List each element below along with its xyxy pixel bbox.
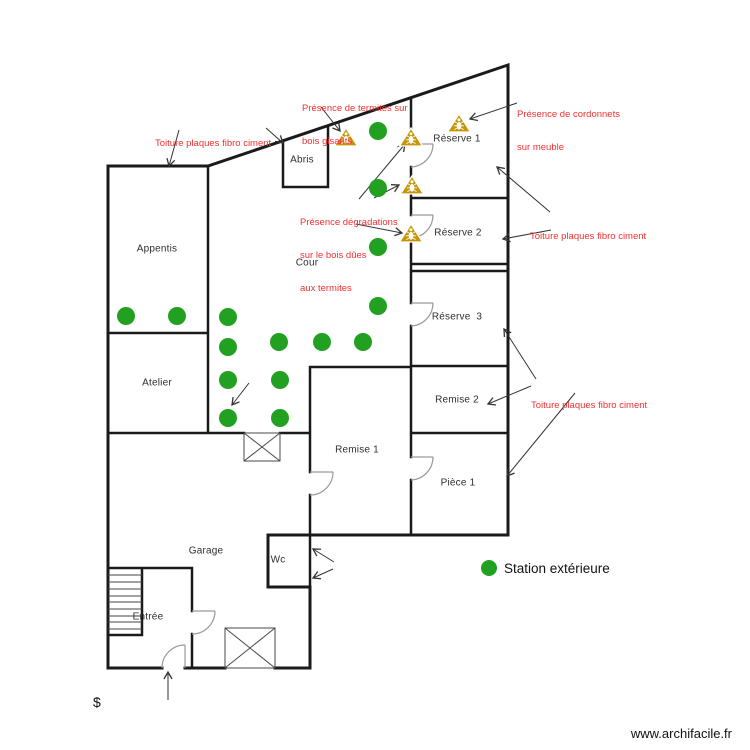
annotation-arrows bbox=[163, 102, 576, 700]
note-line: Présence de termites sur bbox=[302, 103, 408, 114]
room-label-appentis: Appentis bbox=[136, 243, 178, 255]
room-label-reserve3: Réserve 3 bbox=[431, 311, 483, 323]
station-dot-icon bbox=[219, 371, 237, 389]
station-dot-icon bbox=[270, 333, 288, 351]
room-label-cour: Cour bbox=[295, 257, 319, 269]
station-dot-icon bbox=[219, 308, 237, 326]
note-toiture-left: Toiture plaques fibro ciment bbox=[155, 116, 271, 160]
note-toiture-right-top: Toiture plaques fibro ciment bbox=[530, 209, 646, 253]
door-arc-remise1 bbox=[309, 471, 334, 496]
note-line: sur meuble bbox=[517, 142, 564, 153]
note-cordonnets: Présence de cordonnets sur meuble bbox=[517, 87, 620, 164]
note-line: aux termites bbox=[300, 283, 352, 294]
arrow-degradations-t5 bbox=[355, 223, 404, 237]
window-garage-south bbox=[224, 627, 276, 669]
window-cour-garage bbox=[243, 432, 281, 462]
arrow-toiture-rt-reserve2 bbox=[501, 229, 552, 243]
station-dot-icon bbox=[369, 179, 387, 197]
arrow-toiture-rb-reserve3 bbox=[503, 327, 537, 380]
arrow-toiture-left-appentis bbox=[166, 129, 180, 168]
note-line: Toiture plaques fibro ciment bbox=[530, 231, 647, 242]
door-arc-piece1 bbox=[410, 456, 434, 481]
station-dot-icon bbox=[219, 338, 237, 356]
station-dot-icon bbox=[168, 307, 186, 325]
room-label-abris: Abris bbox=[290, 154, 314, 166]
station-dot-icon bbox=[369, 297, 387, 315]
note-termites: Présence de termites sur bois gisants bbox=[302, 81, 408, 158]
room-label-garage: Garage bbox=[188, 545, 224, 557]
legend-station-exterieure: Station extérieure bbox=[481, 560, 610, 576]
arrow-toiture-left-abris bbox=[265, 127, 284, 144]
station-dots bbox=[117, 122, 387, 427]
note-degradations: Présence dégradations sur le bois dûes a… bbox=[300, 195, 398, 305]
note-line: Présence dégradations bbox=[300, 217, 398, 228]
room-label-remise1: Remise 1 bbox=[335, 444, 379, 456]
station-dot-icon bbox=[369, 238, 387, 256]
station-dot-icon bbox=[219, 409, 237, 427]
note-line: Toiture plaques fibro ciment bbox=[531, 400, 648, 411]
station-dot-icon bbox=[369, 122, 387, 140]
staircase bbox=[108, 574, 142, 630]
note-line: bois gisants bbox=[302, 136, 353, 147]
windows bbox=[224, 432, 281, 669]
arrow-termites bbox=[320, 106, 341, 133]
station-dot-icon bbox=[271, 409, 289, 427]
arrow-toiture-rt-reserve1 bbox=[496, 166, 551, 213]
arrow-cour-station bbox=[231, 382, 250, 407]
warning-triangle-icon bbox=[399, 175, 425, 195]
note-line: Présence de cordonnets bbox=[517, 109, 620, 120]
station-dot-icon bbox=[271, 371, 289, 389]
website-watermark: www.archifacile.fr bbox=[630, 726, 732, 741]
room-label-remise2: Remise 2 bbox=[435, 394, 479, 406]
scale-mark: $ bbox=[93, 694, 101, 710]
note-line: sur le bois dûes bbox=[300, 250, 367, 261]
warning-triangle-icon bbox=[446, 113, 472, 133]
room-label-reserve2: Réserve 2 bbox=[434, 227, 482, 239]
arrow-cordonnets bbox=[468, 102, 518, 122]
arrow-wc-bottom bbox=[311, 568, 334, 580]
stair-treads bbox=[108, 574, 142, 630]
station-legend-dot-icon bbox=[481, 560, 497, 576]
door-arc-entree-south bbox=[161, 644, 186, 669]
warning-triangle-icon bbox=[398, 223, 424, 243]
door-arc-reserve3 bbox=[410, 302, 434, 327]
room-label-entree: Entrée bbox=[132, 611, 164, 623]
room-label-reserve1: Réserve 1 bbox=[433, 133, 481, 145]
note-toiture-right-bottom: Toiture plaques fibro ciment bbox=[531, 378, 647, 422]
door-arc-reserve1 bbox=[410, 143, 434, 168]
room-label-atelier: Atelier bbox=[142, 377, 172, 389]
arrow-toiture-rb-piece1 bbox=[506, 392, 576, 478]
station-dot-icon bbox=[313, 333, 331, 351]
station-dot-icon bbox=[354, 333, 372, 351]
note-line: Toiture plaques fibro ciment bbox=[155, 138, 272, 149]
doors bbox=[161, 143, 434, 669]
arrow-degradations-t2 bbox=[358, 142, 406, 200]
legend-label: Station extérieure bbox=[504, 560, 610, 576]
arrow-toiture-rb-remise2 bbox=[486, 385, 532, 406]
door-arc-entree-garage bbox=[191, 610, 216, 635]
room-label-wc: Wc bbox=[270, 554, 286, 566]
room-label-piece1: Pièce 1 bbox=[440, 477, 476, 489]
arrow-wc-top bbox=[311, 548, 335, 563]
station-dot-icon bbox=[117, 307, 135, 325]
